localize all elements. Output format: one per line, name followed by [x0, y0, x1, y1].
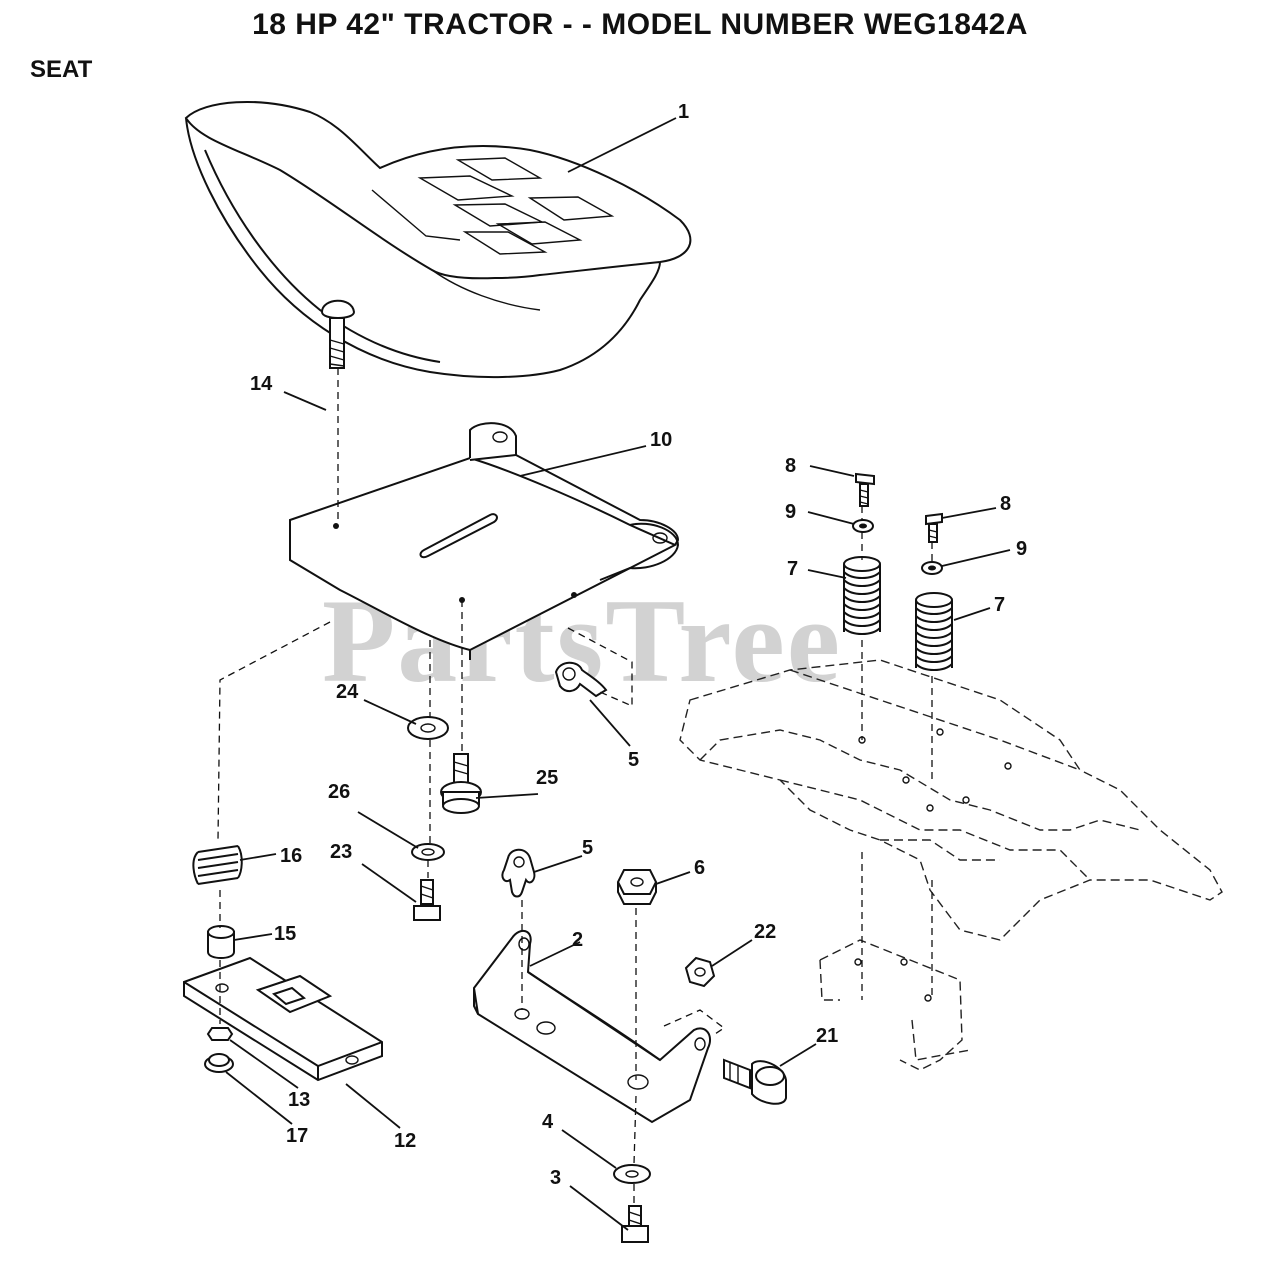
seat-pan-bracket: [289, 422, 680, 660]
callout-12: 12: [394, 1130, 416, 1152]
tractor-frame-reference: [679, 659, 1223, 1071]
callout-9-left: 9: [785, 501, 796, 523]
washer-4: [613, 1164, 651, 1184]
spring-7-left: [843, 556, 881, 635]
callout-22: 22: [754, 921, 776, 943]
callout-9-right: 9: [1016, 538, 1027, 560]
screw-8-right: [925, 512, 943, 543]
washer-9-right: [921, 561, 943, 575]
callout-numbers: 1 10 14 8 9 7 8 9 7 5 24 25 26 23 16 15 …: [250, 101, 1027, 1189]
callout-24: 24: [336, 681, 359, 703]
spring-16: [192, 845, 243, 885]
carriage-bolt-14: [320, 299, 356, 369]
assembly-lines: [217, 368, 933, 1204]
seat: [184, 100, 692, 379]
callout-6: 6: [694, 857, 705, 879]
callout-3: 3: [550, 1167, 561, 1189]
callout-25: 25: [536, 767, 558, 789]
bolt-21: [723, 1058, 787, 1105]
callout-7-left: 7: [787, 558, 798, 580]
nut-22: [684, 956, 716, 988]
clip-5-lower: [501, 848, 536, 898]
callout-8-left: 8: [785, 455, 796, 477]
callout-17: 17: [286, 1125, 308, 1147]
hex-bolt-3: [621, 1205, 649, 1243]
plate-12: [183, 956, 383, 1082]
callout-13: 13: [288, 1089, 310, 1111]
callout-26: 26: [328, 781, 350, 803]
callout-2: 2: [572, 929, 583, 951]
leader-lines: [225, 117, 1011, 1231]
nut-6: [616, 869, 658, 905]
callout-21: 21: [816, 1025, 838, 1047]
callout-5-lower: 5: [582, 837, 593, 859]
section-title: SEAT: [30, 56, 93, 83]
spacer-15: [207, 925, 235, 959]
page-title: 18 HP 42" TRACTOR - - MODEL NUMBER WEG18…: [252, 8, 1028, 41]
callout-14: 14: [250, 373, 273, 395]
flange-nut-17: [204, 1053, 234, 1073]
callout-7-right: 7: [994, 594, 1005, 616]
nut-13: [206, 1027, 234, 1041]
clip-5-upper: [554, 661, 608, 698]
washer-9-left: [852, 519, 874, 533]
hex-bolt-23: [413, 879, 441, 921]
bracket-2: [472, 929, 712, 1124]
callout-23: 23: [330, 841, 352, 863]
callout-8-right: 8: [1000, 493, 1011, 515]
callout-10: 10: [650, 429, 672, 451]
callout-4: 4: [542, 1111, 554, 1133]
callout-15: 15: [274, 923, 296, 945]
washer-24: [407, 716, 449, 740]
screw-8-left: [855, 472, 875, 507]
callout-5-upper: 5: [628, 749, 639, 771]
callout-1: 1: [678, 101, 689, 123]
spring-7-right: [915, 592, 953, 671]
shoulder-bolt-25: [440, 753, 482, 814]
callout-16: 16: [280, 845, 302, 867]
